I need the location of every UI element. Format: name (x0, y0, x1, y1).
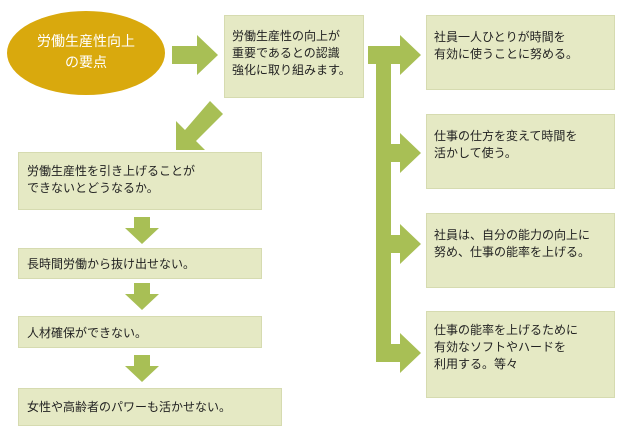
title-oval: 労働生産性向上 の要点 (7, 11, 165, 95)
left-flow-box-2: 長時間労働から抜け出せない。 (18, 248, 262, 279)
right-box-2: 仕事の仕方を変えて時間を 活かして使う。 (426, 114, 615, 189)
right-box-4: 仕事の能率を上げるために 有効なソフトやハードを 利用する。等々 (426, 311, 615, 398)
left-flow-box-4: 女性や高齢者のパワーも活かせない。 (18, 388, 282, 426)
left-flow-box-3: 人材確保ができない。 (18, 316, 262, 348)
arrow-center-to-right (368, 35, 421, 75)
center-box: 労働生産性の向上が 重要であるとの認識 強化に取り組みます。 (224, 15, 364, 98)
trunk-bar (376, 46, 391, 359)
arrow-down-2 (125, 283, 159, 310)
arrow-down-1 (125, 217, 159, 244)
right-box-3: 社員は、自分の能力の向上に 努め、仕事の能率を上げる。 (426, 213, 615, 288)
right-box-1: 社員一人ひとりが時間を 有効に使うことに努める。 (426, 15, 615, 90)
arrow-branch-3 (391, 224, 421, 264)
arrow-oval-to-center (172, 35, 218, 75)
arrow-down-3 (125, 355, 159, 382)
left-flow-box-1: 労働生産性を引き上げることが できないとどうなるか。 (18, 152, 262, 210)
arrow-branch-2 (391, 133, 421, 173)
arrow-branch-4 (376, 333, 421, 373)
arrow-center-to-left (176, 101, 223, 150)
